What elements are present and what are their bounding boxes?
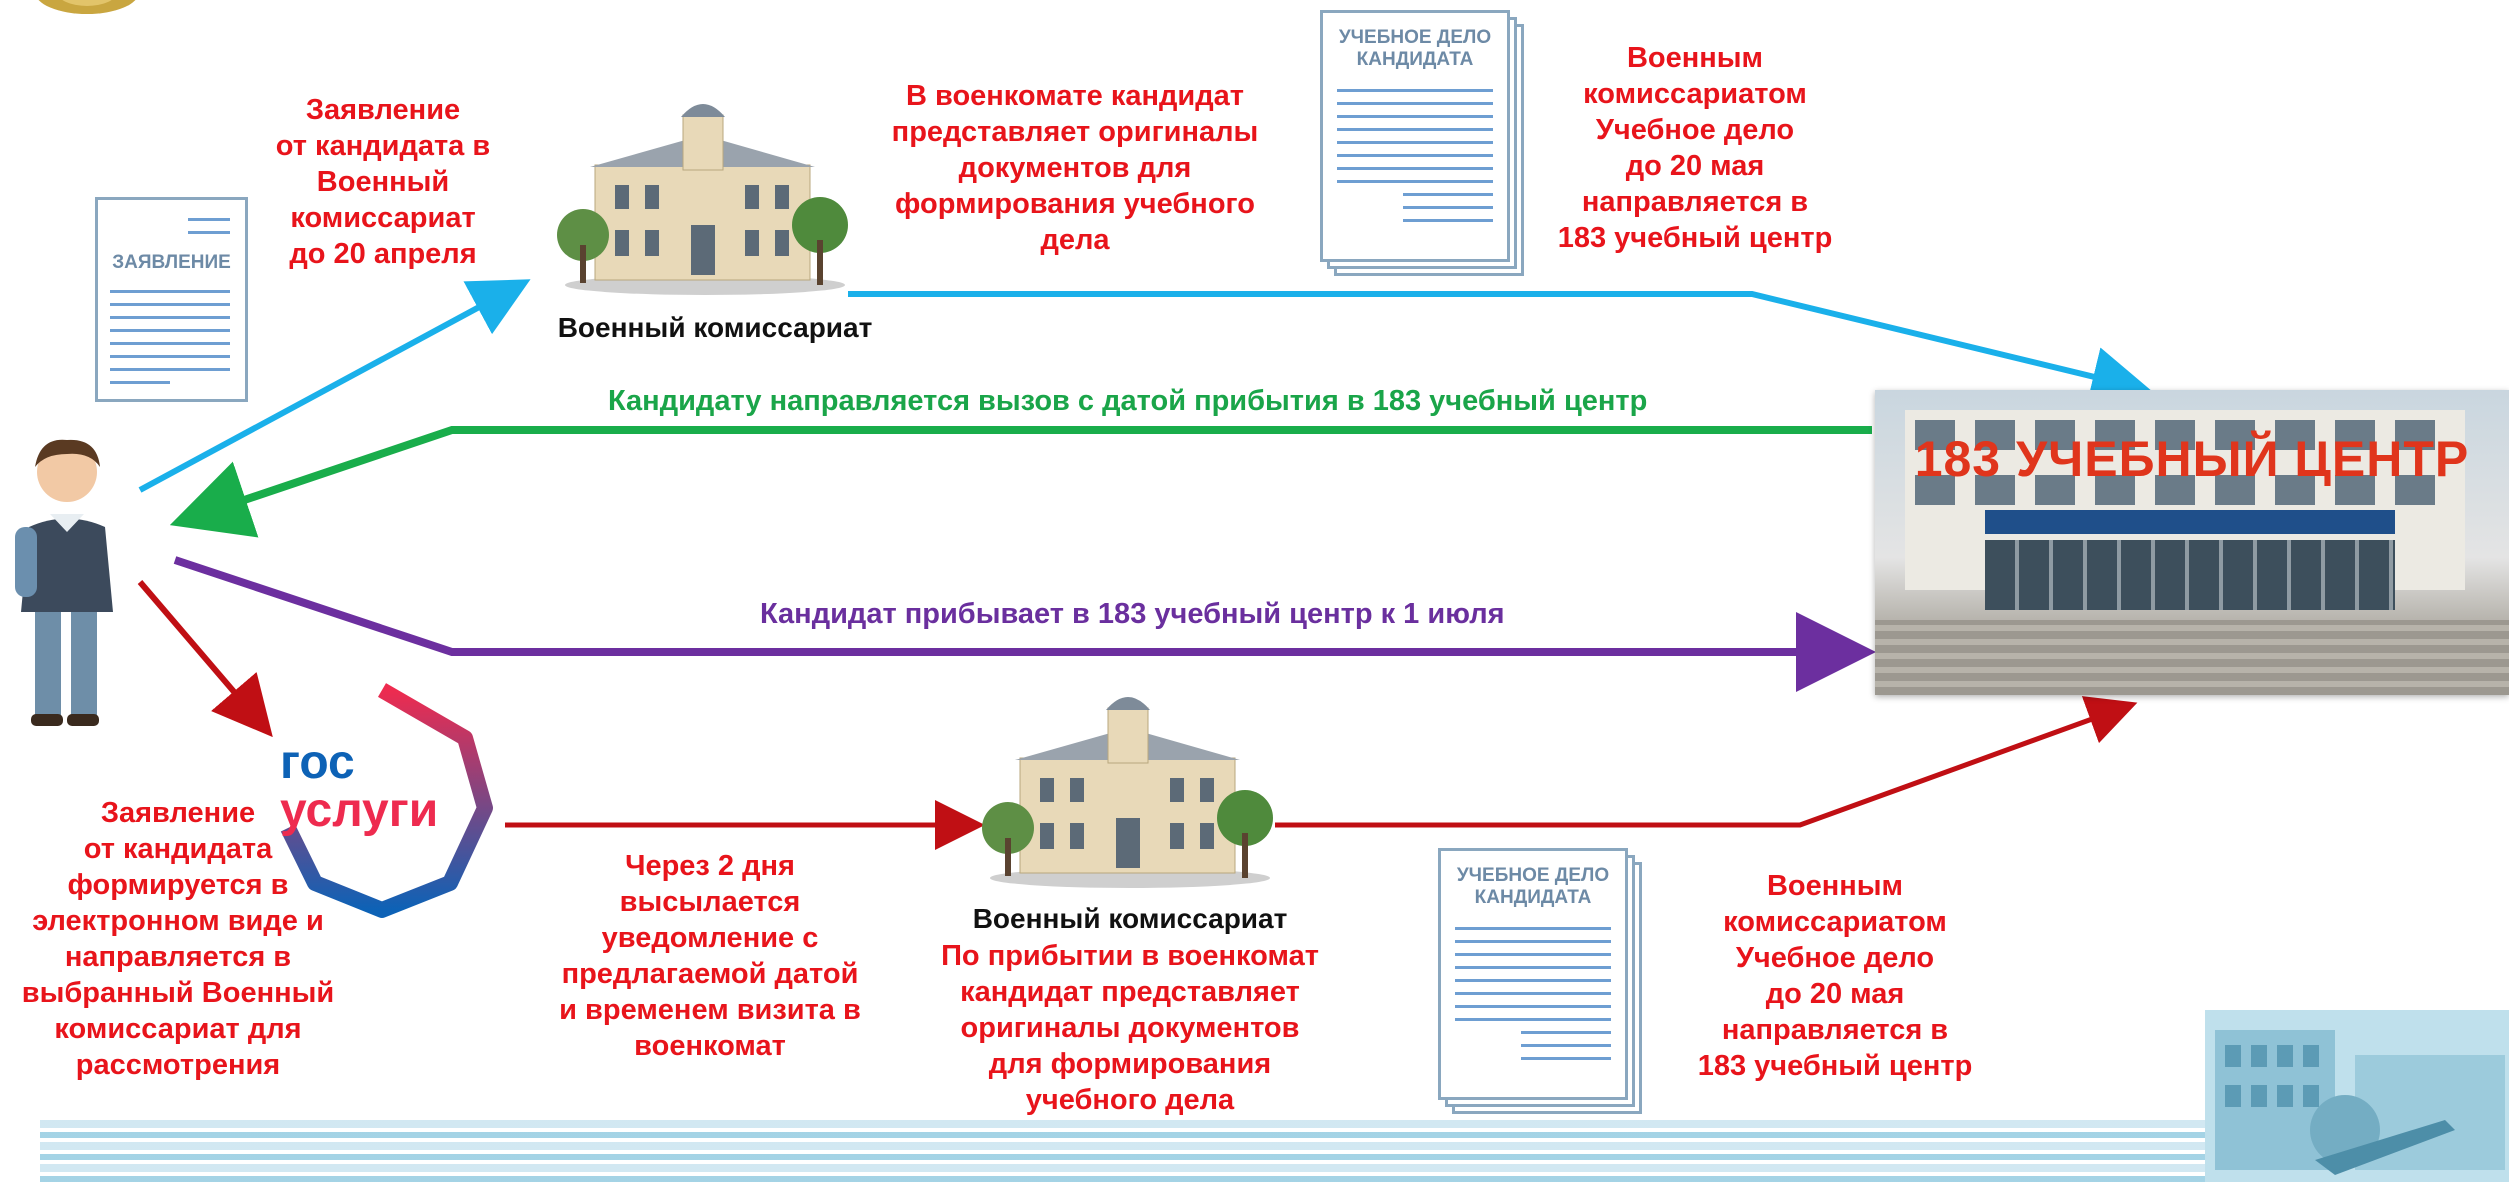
decorative-stripes <box>40 1120 2240 1182</box>
bottom-step2-text: Через 2 дня высылается уведомление с пре… <box>559 850 861 1062</box>
top-study-doc-title: УЧЕБНОЕ ДЕЛО КАНДИДАТА <box>1338 27 1492 70</box>
bottom-building-label: Военный комиссариат <box>972 903 1288 934</box>
purple-arrow-candidate-to-center <box>173 556 1876 692</box>
study-file-document-icon: УЧЕБНОЕ ДЕЛО КАНДИДАТА <box>1320 10 1530 278</box>
building-icon <box>557 104 848 295</box>
top-step2-text: В военкомате кандидат представляет ориги… <box>891 80 1259 256</box>
decorative-building-icon <box>2205 1010 2509 1182</box>
purple-arrow-label: Кандидат прибывает в 183 учебный центр к… <box>760 598 1505 630</box>
green-arrow-call-to-candidate <box>169 426 1872 538</box>
building-icon-bottom <box>982 697 1273 888</box>
gosuslugi-ring-icon <box>280 683 493 918</box>
bottom-step3-text: Военным комиссариатом Учебное дело до 20… <box>1697 870 1973 1082</box>
application-doc-title: ЗАЯВЛЕНИЕ <box>112 252 231 273</box>
bottom-step1-text: Заявление от кандидата формируется в эле… <box>21 797 335 1081</box>
gosuslugi-line1: гос <box>280 736 355 789</box>
training-center-photo: 183 УЧЕБНЫЙ ЦЕНТР <box>1875 390 2509 695</box>
bottom-building-text: По прибытии в военкомат кандидат предста… <box>941 940 1319 1116</box>
study-file-document-icon-bottom: УЧЕБНОЕ ДЕЛО КАНДИДАТА <box>1438 848 1648 1116</box>
green-arrow-label: Кандидату направляется вызов с датой при… <box>608 385 1648 417</box>
red-arrow-person-to-gosuslugi <box>137 580 273 738</box>
bottom-study-doc-title: УЧЕБНОЕ ДЕЛО КАНДИДАТА <box>1456 865 1610 908</box>
training-center-sign: 183 УЧЕБНЫЙ ЦЕНТР <box>1914 431 2470 487</box>
red-arrow-commissariat-to-center <box>1275 696 2138 828</box>
person-icon <box>15 439 113 726</box>
gosuslugi-logo: гос услуги <box>260 678 505 923</box>
emblem-icon <box>38 0 136 14</box>
application-document-icon: ЗАЯВЛЕНИЕ <box>95 197 248 402</box>
top-building-label: Военный комиссариат <box>557 312 873 343</box>
blue-arrow-commissariat-to-center <box>848 291 2152 406</box>
top-step3-text: Военным комиссариатом Учебное дело до 20… <box>1557 42 1833 254</box>
blue-arrow-person-to-commissariat <box>138 279 531 493</box>
top-step1-text: Заявление от кандидата в Военный комисса… <box>275 94 491 270</box>
gosuslugi-line2: услуги <box>280 784 439 837</box>
